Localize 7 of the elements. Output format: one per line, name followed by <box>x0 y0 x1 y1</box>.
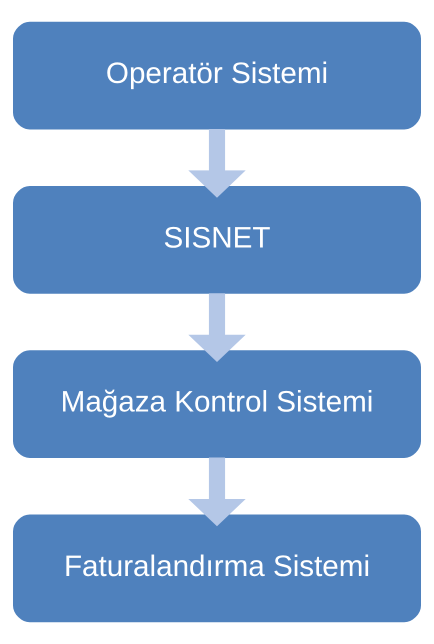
node-box: Faturalandırma Sistemi <box>13 514 421 622</box>
arrow <box>188 128 246 198</box>
arrow <box>188 458 246 526</box>
node-box: SISNET <box>13 186 421 294</box>
node-box: Mağaza Kontrol Sistemi <box>13 350 421 458</box>
node-box: Operatör Sistemi <box>13 22 421 130</box>
arrow <box>188 293 246 362</box>
